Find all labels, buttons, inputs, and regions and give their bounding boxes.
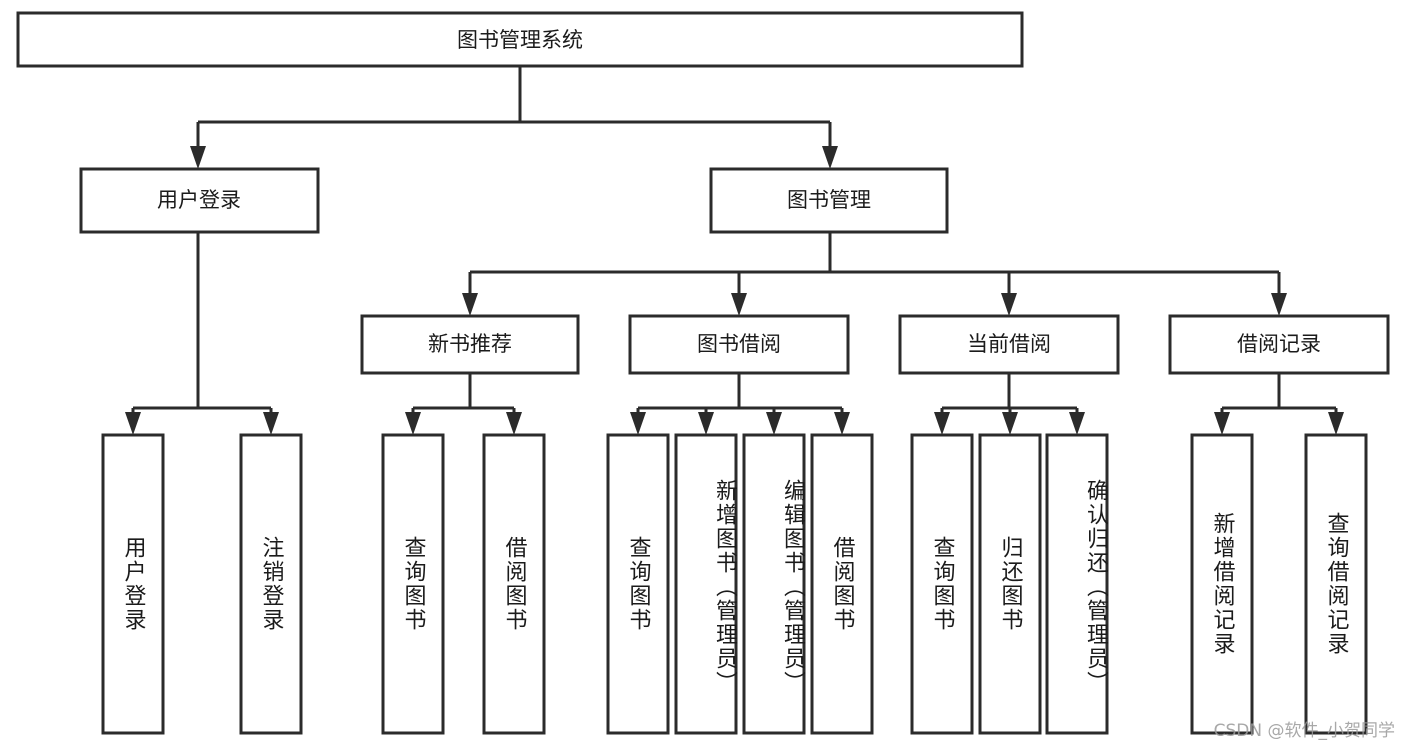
leaf-box-book-borrow-2[interactable] [674, 433, 738, 735]
node-user-login[interactable]: 用户登录 [79, 167, 320, 234]
leaf-box-current-borrow-2[interactable] [978, 433, 1042, 735]
arrow-bookmanage-to-current [1001, 293, 1017, 316]
leaf-box-current-borrow-1[interactable] [910, 433, 974, 735]
leaf-box-borrow-records-1[interactable] [1190, 433, 1254, 735]
watermark-text: CSDN @软件_小贺同学 [1213, 721, 1395, 741]
node-current-borrow-label: 当前借阅 [967, 332, 1051, 356]
leaf-box-borrow-records-2[interactable] [1304, 433, 1368, 735]
leaf-box-user-login-2[interactable] [239, 433, 303, 735]
node-user-login-box[interactable] [79, 167, 320, 234]
connector-group-user-login [125, 232, 279, 435]
leaf-group-book-borrow [606, 433, 874, 735]
leaf-group-borrow-records [1190, 433, 1368, 735]
arrow-borrowrecords-leaf-1 [1214, 412, 1230, 435]
node-book-borrow-label: 图书借阅 [697, 332, 781, 356]
arrow-bookborrow-leaf-1 [630, 412, 646, 435]
arrow-root-to-user-login [190, 146, 206, 169]
arrow-bookborrow-leaf-4 [834, 412, 850, 435]
leaf-box-user-login-1[interactable] [101, 433, 165, 735]
arrow-borrowrecords-leaf-2 [1328, 412, 1344, 435]
node-user-login-label: 用户登录 [157, 188, 241, 212]
arrow-userlogin-leaf-2 [263, 412, 279, 435]
node-root-box[interactable] [16, 11, 1024, 68]
node-book-manage-box[interactable] [709, 167, 949, 234]
node-current-borrow-box[interactable] [898, 314, 1120, 375]
leaf-group-current-borrow [910, 433, 1109, 735]
arrow-root-to-book-manage [822, 146, 838, 169]
leaf-box-current-borrow-3[interactable] [1045, 433, 1109, 735]
leaf-group-user-login [101, 433, 303, 735]
arrow-currentborrow-leaf-1 [934, 412, 950, 435]
arrow-newbook-leaf-2 [506, 412, 522, 435]
arrow-bookmanage-to-new-book [462, 293, 478, 316]
arrow-currentborrow-leaf-3 [1069, 412, 1085, 435]
leaf-box-book-borrow-4[interactable] [810, 433, 874, 735]
connector-group-current-borrow [934, 373, 1085, 435]
node-borrow-records-box[interactable] [1168, 314, 1390, 375]
leaf-box-book-borrow-3[interactable] [742, 433, 806, 735]
arrow-bookborrow-leaf-3 [766, 412, 782, 435]
node-root-label: 图书管理系统 [457, 28, 583, 52]
connector-group-book-borrow [630, 373, 850, 435]
leaf-box-book-borrow-1[interactable] [606, 433, 670, 735]
node-new-book-recommend[interactable]: 新书推荐 [360, 314, 580, 375]
arrow-currentborrow-leaf-2 [1002, 412, 1018, 435]
node-root[interactable]: 图书管理系统 [16, 11, 1024, 68]
leaf-group-new-book-recommend [381, 433, 546, 735]
arrow-newbook-leaf-1 [405, 412, 421, 435]
node-book-manage[interactable]: 图书管理 [709, 167, 949, 234]
leaf-box-new-book-1[interactable] [381, 433, 445, 735]
arrow-bookmanage-to-records [1271, 293, 1287, 316]
node-current-borrow[interactable]: 当前借阅 [898, 314, 1120, 375]
node-borrow-records-label: 借阅记录 [1237, 332, 1321, 356]
node-book-manage-label: 图书管理 [787, 188, 871, 212]
leaf-box-new-book-2[interactable] [482, 433, 546, 735]
arrow-userlogin-leaf-1 [125, 412, 141, 435]
node-book-borrow[interactable]: 图书借阅 [628, 314, 850, 375]
node-new-book-recommend-box[interactable] [360, 314, 580, 375]
connector-group-book-manage [462, 232, 1287, 316]
arrow-bookmanage-to-borrow [731, 293, 747, 316]
node-borrow-records[interactable]: 借阅记录 [1168, 314, 1390, 375]
node-book-borrow-box[interactable] [628, 314, 850, 375]
connector-group-borrow-records [1214, 373, 1344, 435]
connector-group-root [190, 66, 838, 169]
connector-group-new-book [405, 373, 522, 435]
arrow-bookborrow-leaf-2 [698, 412, 714, 435]
node-new-book-recommend-label: 新书推荐 [428, 332, 512, 356]
